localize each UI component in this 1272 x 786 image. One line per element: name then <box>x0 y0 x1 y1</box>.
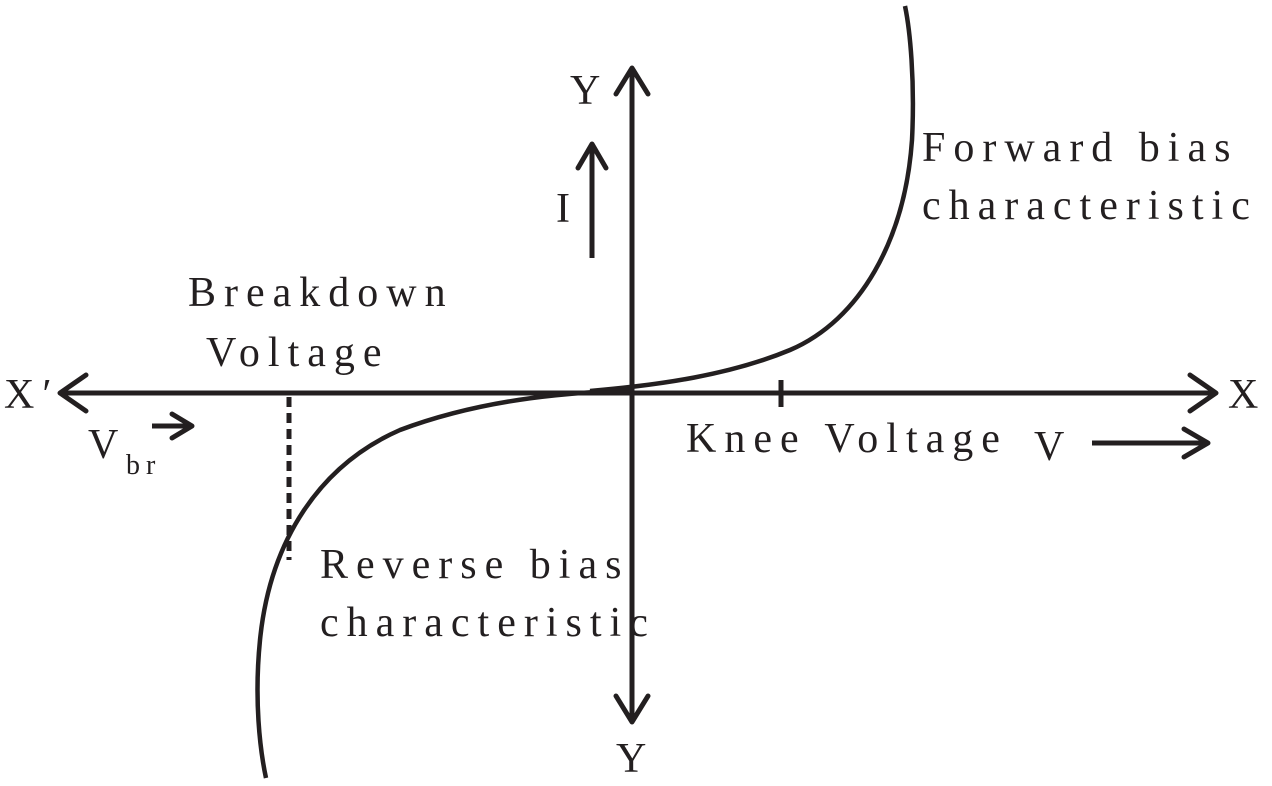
vbr-label-subscript: br <box>126 450 161 481</box>
x-axis-left-arrowhead <box>57 372 89 414</box>
voltage-label: V <box>1034 424 1072 470</box>
reverse-bias-label-line2: characteristic <box>320 600 656 646</box>
x-axis-left-label: X′ <box>4 372 60 418</box>
forward-bias-label-line2: characteristic <box>922 183 1258 229</box>
x-axis-right-arrowhead <box>1187 372 1219 414</box>
y-axis-bottom-label: Y <box>616 736 654 782</box>
knee-voltage-label: Knee Voltage <box>686 416 1008 462</box>
vbr-label-main: V <box>88 422 126 468</box>
y-axis-bottom-arrowhead <box>613 693 651 725</box>
current-label: I <box>556 186 578 232</box>
current-arrow-head <box>575 141 609 171</box>
reverse-bias-curve <box>255 387 633 779</box>
y-axis-top-arrowhead <box>613 65 651 97</box>
forward-bias-label-line1: Forward bias <box>922 125 1238 171</box>
vbr-arrow-head <box>169 411 195 441</box>
breakdown-voltage-label-line1: Breakdown <box>188 270 454 316</box>
voltage-arrow-head <box>1181 426 1211 460</box>
forward-bias-curve <box>589 5 916 394</box>
x-axis-right-label: X <box>1228 372 1266 418</box>
y-axis-top-label: Y <box>570 68 608 114</box>
reverse-bias-label-line1: Reverse bias <box>320 542 629 588</box>
breakdown-voltage-label-line2: Voltage <box>206 330 390 376</box>
